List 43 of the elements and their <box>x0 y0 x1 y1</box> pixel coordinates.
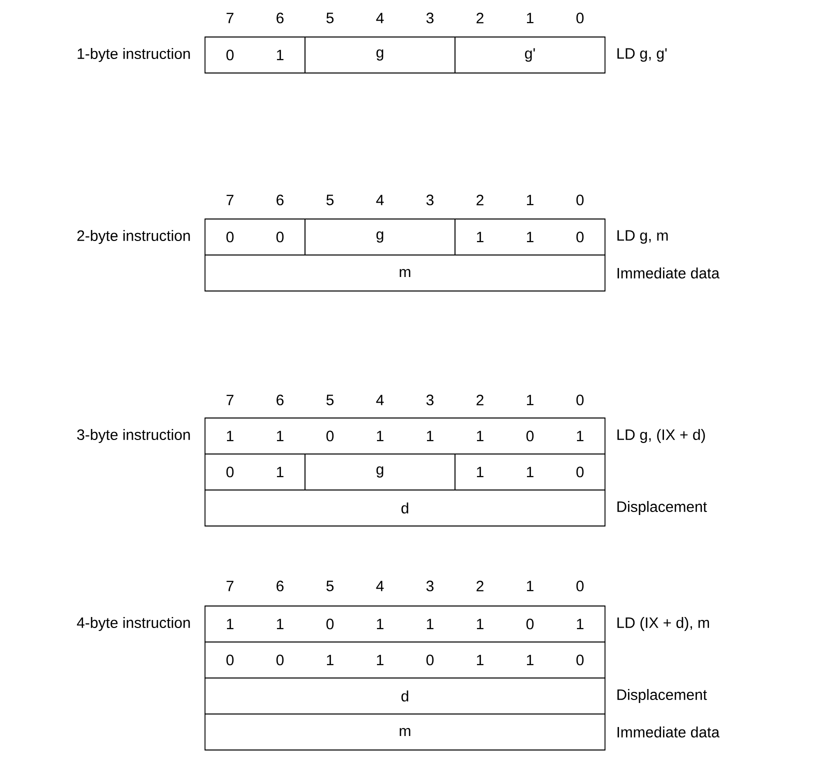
bit-field: d <box>204 490 606 526</box>
bit-field: g <box>304 218 456 256</box>
bit-field: m <box>204 714 606 750</box>
row-label: 1-byte instruction <box>78 48 190 62</box>
bit-field: m <box>204 254 606 292</box>
mnemonic-label: Displacement <box>617 501 707 515</box>
mnemonic-label: Displacement <box>617 689 707 703</box>
bit-field: 0 0 <box>204 218 306 256</box>
bit-field: 1 1 0 <box>454 218 606 256</box>
bit-number: 4 <box>376 580 384 592</box>
bit-field: 0 0 1 1 0 1 1 0 <box>204 642 606 678</box>
bit-number: 5 <box>326 580 334 592</box>
row-label: 3-byte instruction <box>77 429 190 443</box>
mnemonic-label: LD g, (IX + d) <box>617 429 705 443</box>
bit-number: 6 <box>276 580 284 592</box>
bit-field: 0 1 <box>204 454 306 490</box>
row-label: 2-byte instruction <box>77 230 190 244</box>
bit-field: 1 1 0 <box>454 454 606 490</box>
row-label: 4-byte instruction <box>76 617 190 631</box>
bit-field: g <box>304 36 456 74</box>
bit-number: 3 <box>426 580 434 592</box>
mnemonic-label: LD g, m <box>617 230 668 244</box>
mnemonic-label: Immediate data <box>618 726 720 738</box>
bit-field: d <box>204 678 606 714</box>
bit-number: 2 <box>476 580 484 592</box>
bit-number: 5 <box>326 12 334 24</box>
bit-number: 1 <box>526 580 534 592</box>
bit-number: 3 <box>426 12 434 24</box>
bit-field: 1 1 0 1 1 1 0 1 <box>204 606 606 642</box>
bit-number: 6 <box>276 194 284 206</box>
bit-field: 1 1 0 1 1 1 0 1 <box>204 418 606 454</box>
bit-number: 5 <box>326 194 334 206</box>
bit-number: 6 <box>276 12 284 24</box>
bit-number: 2 <box>476 12 484 24</box>
bit-number: 0 <box>576 580 584 592</box>
mnemonic-label: Immediate data <box>618 268 720 278</box>
bit-field: 0 1 <box>204 36 306 74</box>
bit-field: g' <box>454 36 606 74</box>
bit-field: g <box>304 454 456 490</box>
bit-number: 2 <box>476 194 484 206</box>
mnemonic-label: LD (IX + d), m <box>617 617 709 631</box>
bit-number: 7 <box>226 580 234 592</box>
bit-number: 3 <box>426 194 434 206</box>
